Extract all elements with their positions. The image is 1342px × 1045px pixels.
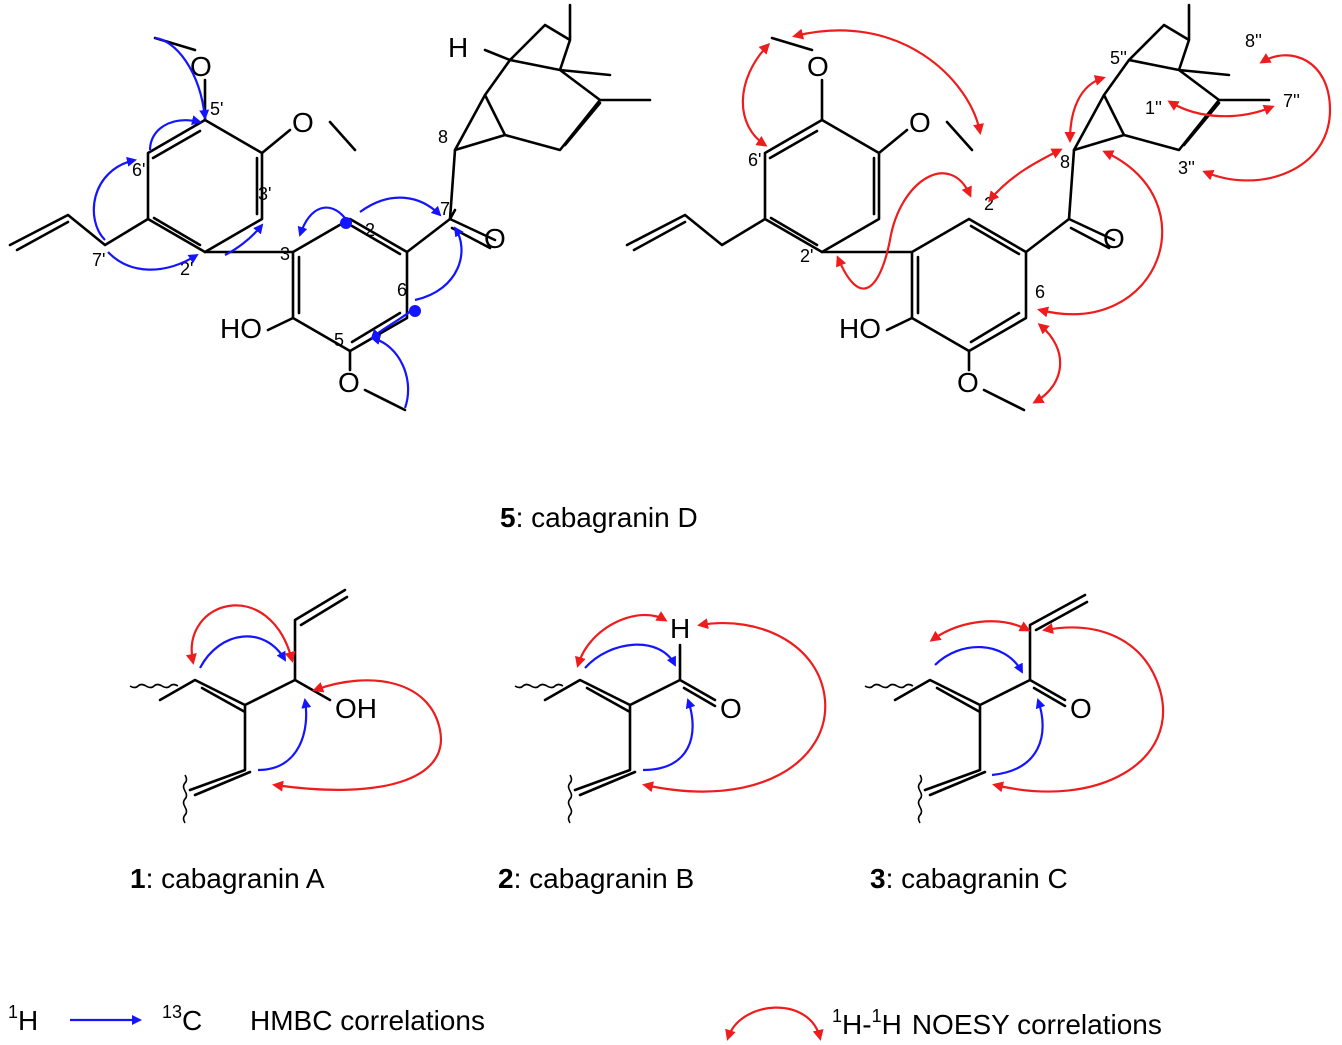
structure-5-noesy <box>625 3 1271 412</box>
caption-1: 1: cabagranin A <box>130 863 325 894</box>
label-2: 2 <box>365 220 375 240</box>
noesy-arrows <box>741 28 1332 404</box>
label-2p-r: 2' <box>800 246 813 266</box>
atom-o-2: O <box>720 693 742 724</box>
label-2p: 2' <box>180 259 193 279</box>
atom-oh-1: OH <box>335 693 377 724</box>
label-5p: 5' <box>210 99 223 119</box>
atom-o-carbonyl-r: O <box>1103 223 1125 254</box>
legend-hmbc: 1H 13C HMBC correlations <box>8 1002 485 1036</box>
label-3: 3 <box>280 244 290 264</box>
atom-h: H <box>448 32 468 63</box>
label-7pp: 7'' <box>1283 91 1300 111</box>
label-8pp: 8'' <box>1245 31 1262 51</box>
label-5pp: 5'' <box>1110 48 1127 68</box>
label-8-r: 8 <box>1060 152 1070 172</box>
legend-hmbc-label: HMBC correlations <box>250 1005 485 1036</box>
label-1pp: 1'' <box>1145 98 1162 118</box>
label-3p: 3' <box>258 184 271 204</box>
label-5: 5 <box>334 330 344 350</box>
label-7: 7 <box>440 199 450 219</box>
legend-hmbc-from: 1H <box>8 1002 38 1036</box>
atom-ho-r: HO <box>839 313 881 344</box>
label-7p: 7' <box>92 250 105 270</box>
legend-hmbc-to: 13C <box>162 1002 202 1036</box>
atom-o-5: O <box>338 367 360 398</box>
structure-2 <box>514 643 717 824</box>
atom-o-4p-r: O <box>909 107 931 138</box>
atom-o-5p: O <box>190 51 212 82</box>
atom-o-4p: O <box>292 107 314 138</box>
label-2-r: 2 <box>984 194 994 214</box>
caption-5: 5: cabagranin D <box>500 502 698 533</box>
label-3pp: 3'' <box>1178 158 1195 178</box>
arrows-1 <box>185 604 443 792</box>
atom-o-3: O <box>1070 693 1092 724</box>
atom-o-5p-r: O <box>807 51 829 82</box>
structure-1 <box>129 588 349 824</box>
caption-2: 2: cabagranin B <box>498 863 694 894</box>
label-6-r: 6 <box>1035 282 1045 302</box>
legend-noesy-arrow <box>725 1006 824 1041</box>
hmbc-arrows <box>92 36 464 409</box>
arrows-2 <box>575 611 827 793</box>
atom-ho: HO <box>220 313 262 344</box>
atom-h-2: H <box>670 613 690 644</box>
label-6p: 6' <box>132 160 145 180</box>
atom-o-5-r: O <box>957 367 979 398</box>
label-6p-r: 6' <box>748 150 761 170</box>
label-6: 6 <box>397 280 407 300</box>
atom-o-carbonyl: O <box>484 223 506 254</box>
arrows-3 <box>929 620 1165 793</box>
caption-3: 3: cabagranin C <box>870 863 1068 894</box>
label-8: 8 <box>438 127 448 147</box>
